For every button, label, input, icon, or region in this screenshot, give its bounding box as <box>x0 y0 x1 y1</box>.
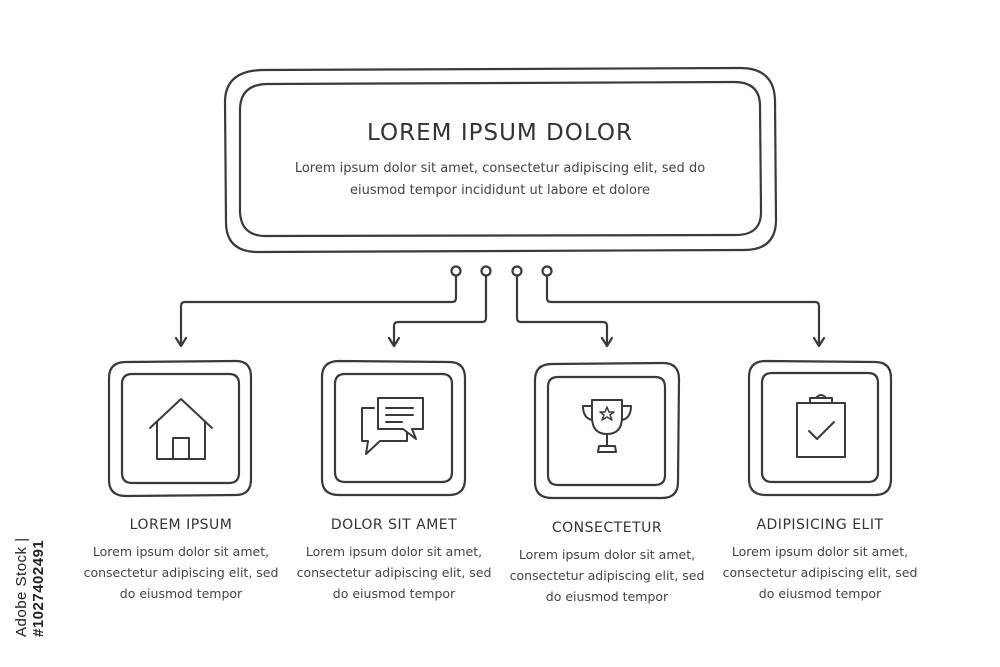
connector-node-3 <box>511 265 523 277</box>
connector-arrow-2 <box>387 336 401 348</box>
connector-arrow-3 <box>600 336 614 348</box>
card-2-line-1: Lorem ipsum dolor sit amet, <box>305 544 483 559</box>
card-1-line-1: Lorem ipsum dolor sit amet, <box>92 544 270 559</box>
card-box-4 <box>747 359 893 497</box>
card-3-line-1: Lorem ipsum dolor sit amet, <box>518 547 696 562</box>
card-title-4: ADIPISICING ELIT <box>756 517 884 533</box>
card-text-3: Lorem ipsum dolor sit amet, consectetur … <box>497 544 717 607</box>
trophy-icon <box>582 399 632 453</box>
card-text-4: Lorem ipsum dolor sit amet, consectetur … <box>710 541 930 604</box>
description-line-1: Lorem ipsum dolor sit amet, consectetur … <box>294 161 706 176</box>
card-1-line-3: do eiusmod tempor <box>119 586 243 601</box>
page-title: LOREM IPSUM DOLOR <box>367 120 633 146</box>
card-title-2: DOLOR SIT AMET <box>330 517 458 533</box>
card-title-1: LOREM IPSUM <box>129 517 233 533</box>
page-description: Lorem ipsum dolor sit amet, consectetur … <box>280 158 720 202</box>
connector-1 <box>179 274 458 346</box>
clipboard-check-icon <box>796 394 846 458</box>
card-4-line-1: Lorem ipsum dolor sit amet, <box>731 544 909 559</box>
connector-node-1 <box>450 265 462 277</box>
stock-number: #1027402491 <box>30 539 47 637</box>
card-2-line-3: do eiusmod tempor <box>332 586 456 601</box>
connector-3 <box>515 274 609 346</box>
card-text-2: Lorem ipsum dolor sit amet, consectetur … <box>284 541 504 604</box>
card-4-line-2: consectetur adipiscing elit, sed <box>722 565 918 580</box>
card-1-line-2: consectetur adipiscing elit, sed <box>83 565 279 580</box>
home-icon <box>149 398 213 460</box>
stock-prefix: Adobe Stock | <box>13 537 30 637</box>
connector-4 <box>545 274 821 346</box>
stock-watermark-id: Adobe Stock | #1027402491 <box>13 437 47 637</box>
connector-arrow-1 <box>174 336 188 348</box>
card-text-1: Lorem ipsum dolor sit amet, consectetur … <box>71 541 291 604</box>
card-box-2 <box>320 359 467 497</box>
chat-bubbles-icon <box>361 397 424 455</box>
connector-node-2 <box>480 265 492 277</box>
card-2-line-2: consectetur adipiscing elit, sed <box>296 565 492 580</box>
connector-arrow-4 <box>812 336 826 348</box>
connector-node-4 <box>541 265 553 277</box>
card-3-line-2: consectetur adipiscing elit, sed <box>509 568 705 583</box>
connector-lines <box>174 265 826 348</box>
card-box-3 <box>533 361 681 500</box>
main-box <box>223 66 778 254</box>
card-3-line-3: do eiusmod tempor <box>545 589 669 604</box>
card-title-3: CONSECTETUR <box>551 520 663 536</box>
card-box-1 <box>107 359 253 498</box>
card-4-line-3: do eiusmod tempor <box>758 586 882 601</box>
connector-2 <box>392 274 488 346</box>
description-line-2: eiusmod tempor incididunt ut labore et d… <box>350 183 650 198</box>
